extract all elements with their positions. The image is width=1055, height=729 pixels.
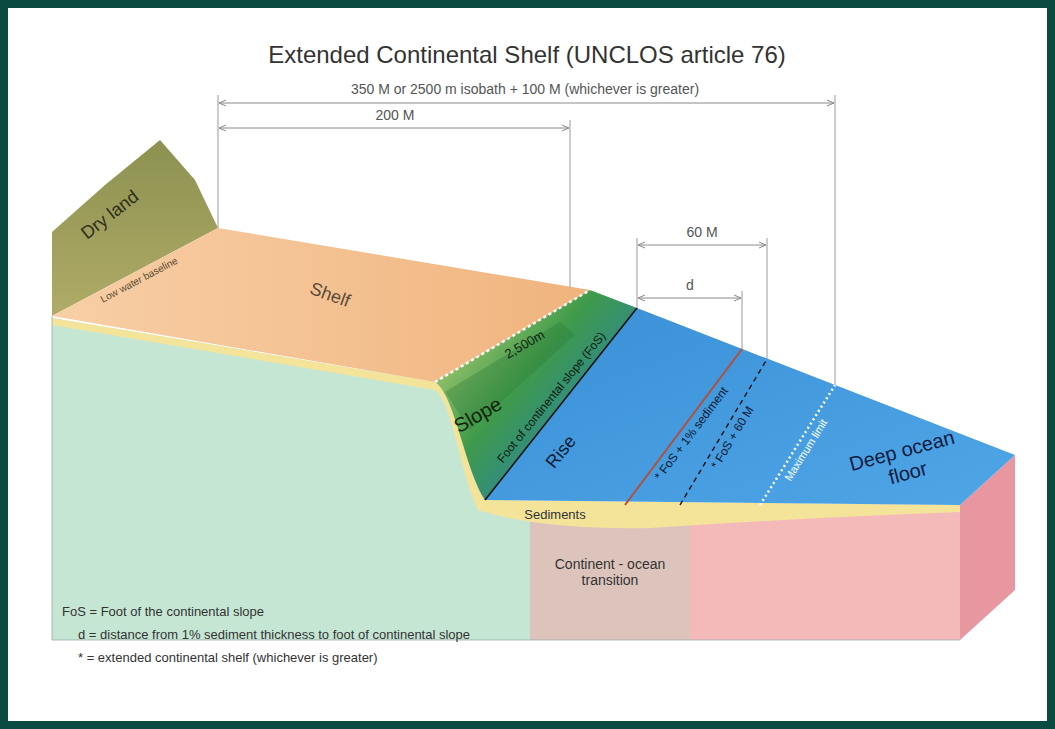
legend-note: d = distance from 1% sediment thickness …	[78, 628, 470, 643]
layer-label: Sediments	[524, 508, 585, 523]
diagram-title: Extended Continental Shelf (UNCLOS artic…	[268, 41, 786, 69]
region-label: Continent - ocean transition	[540, 556, 680, 588]
dimension-label: 200 M	[376, 107, 415, 123]
dimension-label: 350 M or 2500 m isobath + 100 M (whichev…	[351, 81, 699, 97]
legend-note: * = extended continental shelf (whicheve…	[78, 651, 378, 666]
dimension-label: d	[686, 277, 694, 293]
legend-note: FoS = Foot of the continental slope	[62, 605, 264, 620]
dimension-label: 60 M	[686, 224, 717, 240]
